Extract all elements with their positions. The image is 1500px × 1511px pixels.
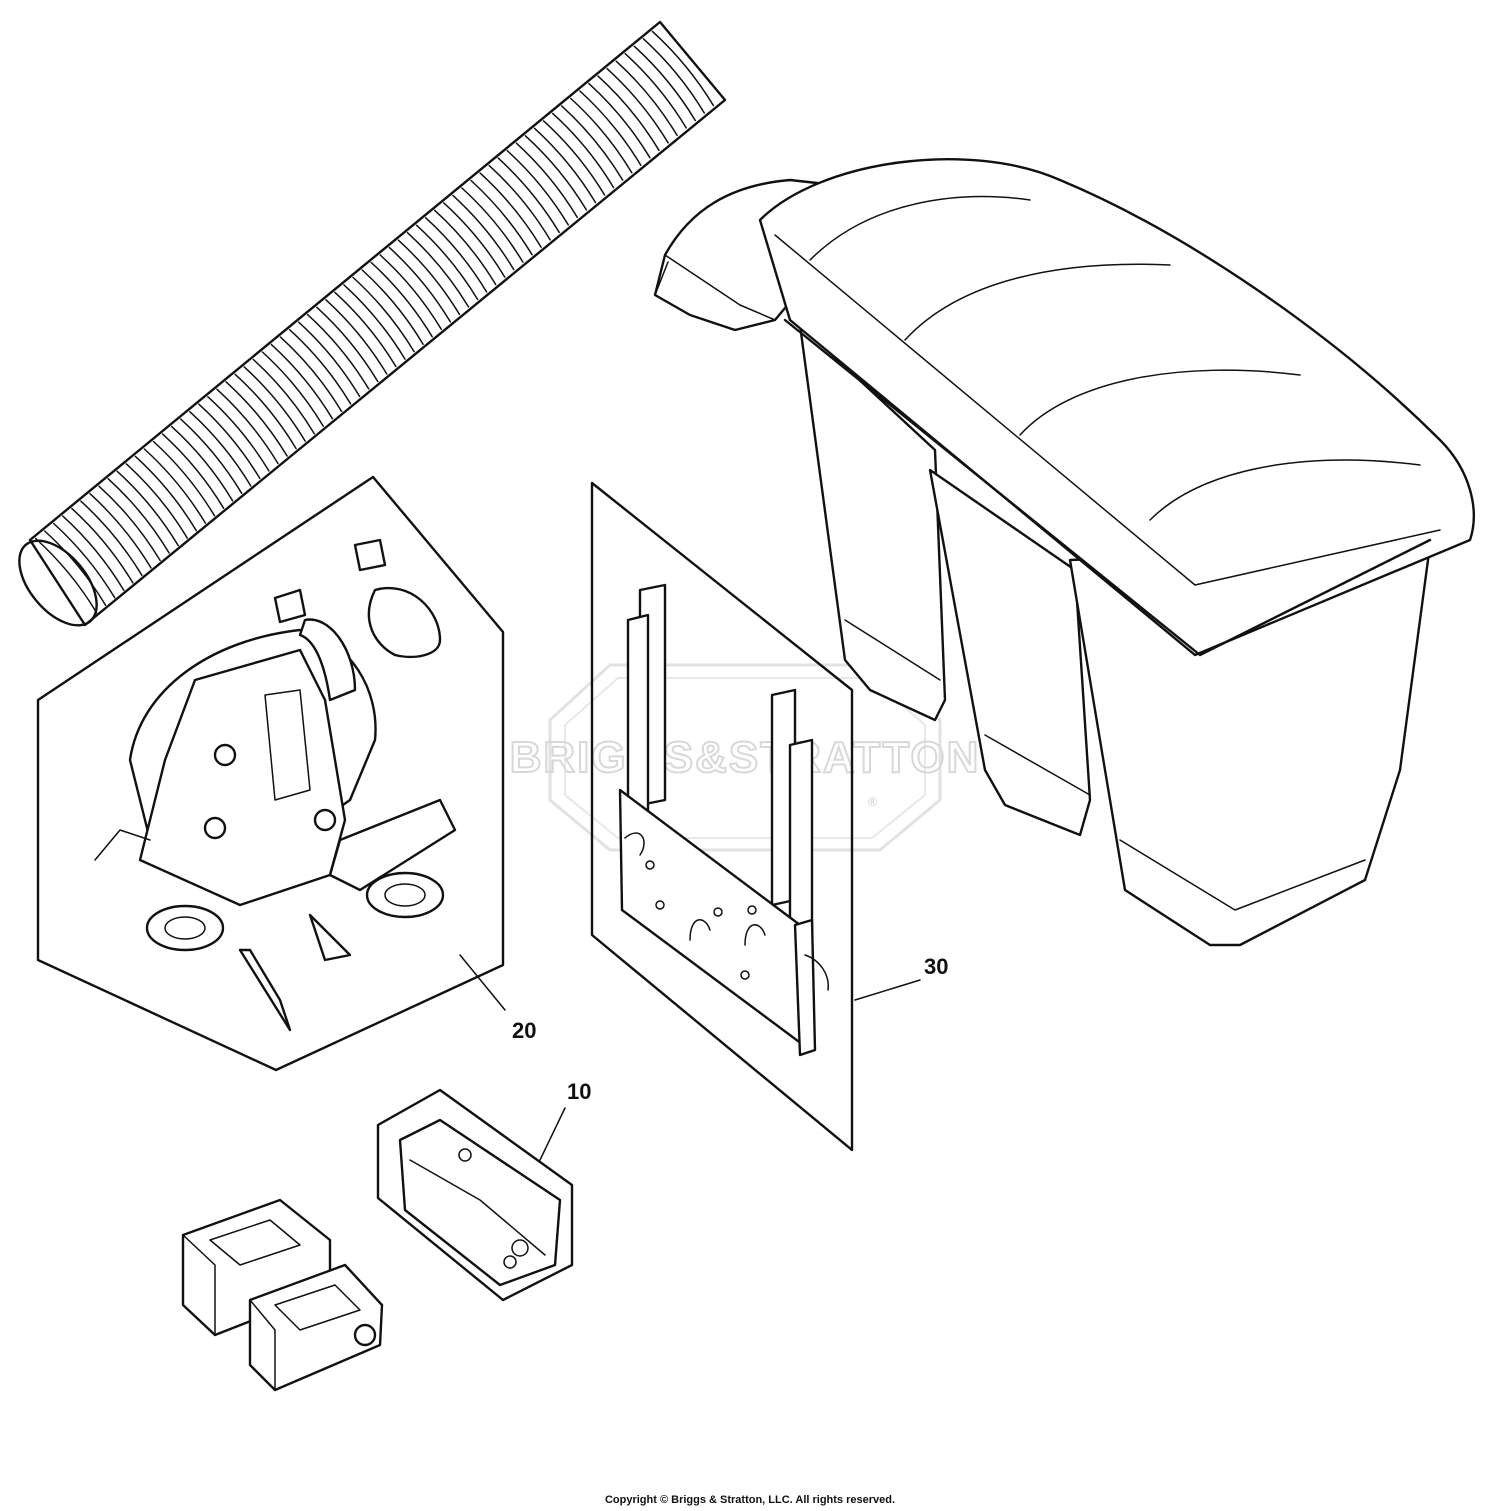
callout-frame-20: [36, 475, 505, 1072]
hose-rib: [116, 470, 179, 547]
brand-watermark: BRIGGS&STRATTON ®: [509, 663, 981, 852]
hose-rib: [297, 321, 361, 398]
hose-rib: [71, 507, 134, 584]
hose-rib: [452, 194, 515, 271]
hose-rib: [107, 478, 170, 554]
blower-assembly: [94, 538, 457, 1032]
hose-rib: [388, 246, 452, 323]
hose-rib: [134, 455, 198, 532]
leader-10: [539, 1107, 566, 1161]
callout-frame-10: [376, 1088, 574, 1302]
hose-rib: [152, 440, 216, 517]
copyright-notice: Copyright © Briggs & Stratton, LLC. All …: [604, 1494, 896, 1506]
hose-rib: [261, 351, 325, 427]
hose-rib: [615, 60, 678, 137]
hose-rib: [343, 284, 406, 360]
leader-lines: [459, 954, 921, 1161]
hose-rib: [62, 515, 125, 592]
hose-rib: [306, 313, 370, 390]
hose-rib: [189, 410, 252, 487]
hose-rib: [279, 336, 343, 413]
hose-rib: [651, 30, 715, 107]
callout-number-30: 30: [924, 954, 948, 979]
hose-rib: [406, 231, 470, 308]
hose-rib: [533, 127, 597, 204]
hose-rib: [560, 105, 624, 181]
discharge-hose: [18, 20, 727, 627]
hose-rib: [524, 135, 588, 211]
hose-rib: [542, 120, 606, 196]
hose-rib: [488, 164, 551, 241]
hose-rib: [34, 537, 98, 614]
hose-rib: [461, 187, 524, 263]
hose-rib: [506, 149, 570, 226]
hose-rib: [98, 485, 161, 562]
hose-rib: [352, 276, 415, 353]
hose-rib: [125, 463, 189, 539]
watermark-text: BRIGGS&STRATTON: [510, 733, 981, 782]
hose-rib: [80, 500, 143, 577]
callout-number-20: 20: [512, 1018, 536, 1043]
hose-rib: [424, 217, 488, 293]
hose-rib: [642, 38, 706, 114]
hose-rib: [334, 291, 397, 368]
pin-bracket: [398, 1118, 562, 1287]
hose-rib: [497, 157, 560, 234]
hose-rib: [225, 381, 288, 457]
hose-rib: [551, 112, 615, 189]
hose-rib: [624, 52, 687, 129]
hose-rib: [52, 522, 116, 599]
hose-rib: [361, 269, 424, 345]
hose-rib: [588, 82, 651, 159]
hose-rib: [89, 492, 152, 569]
hose-rib: [470, 179, 533, 256]
hose-rib: [316, 306, 379, 383]
callout-frame-30: [590, 481, 854, 1152]
hose-rib: [379, 254, 443, 331]
hose-rib: [252, 358, 316, 435]
hose-rib: [570, 97, 633, 174]
hose-rib: [433, 209, 497, 286]
hose-rib: [370, 261, 433, 338]
hose-rib: [216, 388, 279, 465]
hose-rib: [143, 448, 207, 524]
hitch-bracket: [618, 583, 829, 1057]
hose-rib: [179, 418, 243, 495]
hose-rib: [597, 75, 660, 152]
hose-rib: [198, 403, 261, 480]
hose-rib: [633, 45, 697, 122]
leader-30: [854, 979, 921, 1001]
callout-number-10: 10: [567, 1079, 591, 1104]
leader-20: [459, 954, 506, 1011]
counterweights: [181, 1198, 384, 1392]
hose-rib: [325, 299, 388, 375]
registered-mark: ®: [868, 795, 877, 809]
hose-rib: [397, 239, 461, 316]
hose-rib: [270, 343, 334, 420]
hose-rib: [415, 224, 479, 301]
hose-rib: [579, 90, 642, 166]
hose-rib: [606, 67, 669, 144]
hose-rib: [243, 366, 306, 442]
hose-rib: [479, 172, 542, 248]
hose-rib: [161, 433, 225, 509]
hose-rib: [515, 142, 579, 219]
hose-rib: [288, 328, 352, 405]
hose-rib: [170, 425, 234, 502]
hose-rib: [207, 396, 270, 472]
hose-rib: [443, 202, 506, 278]
hose-rib: [43, 530, 107, 606]
hose-rib: [234, 373, 297, 450]
grass-collector: [653, 158, 1475, 947]
